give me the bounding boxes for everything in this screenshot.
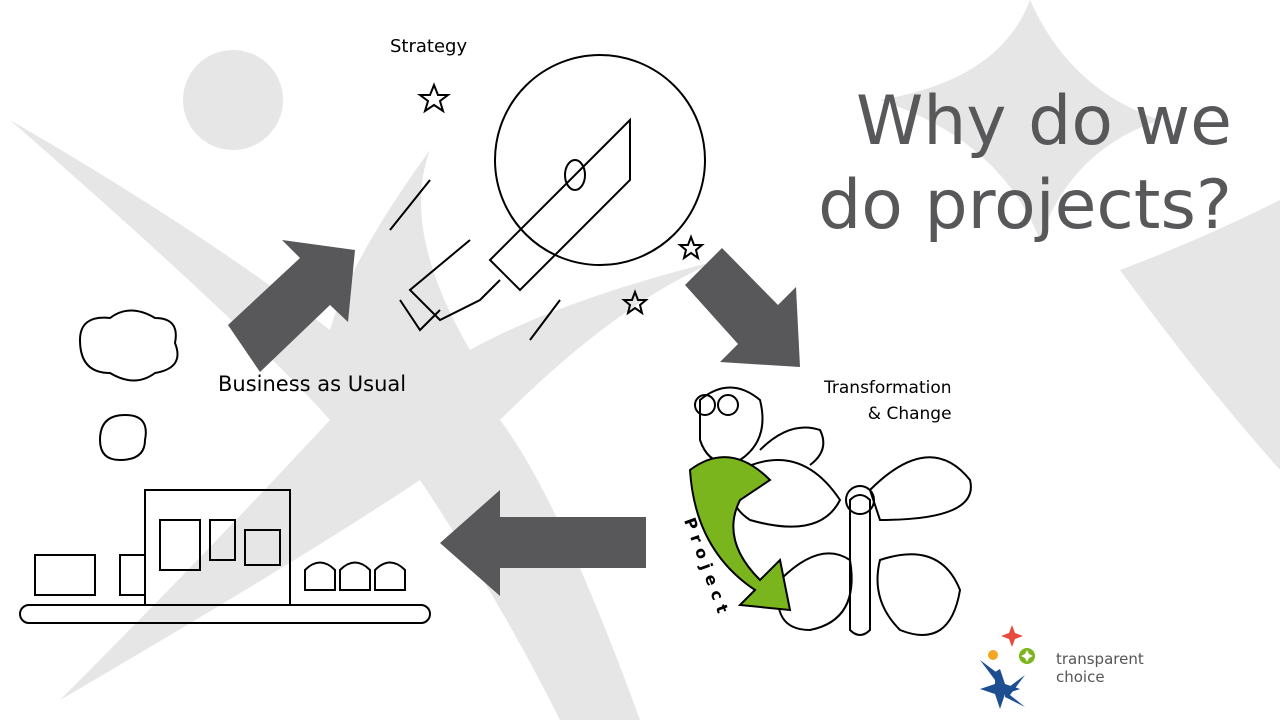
arrow-up-right — [228, 240, 355, 372]
factory-illustration — [19, 309, 431, 624]
logo-line-1: transparent — [1056, 650, 1144, 668]
rocket-illustration — [389, 54, 706, 341]
label-strategy: Strategy — [390, 36, 468, 57]
arrow-left — [440, 490, 646, 596]
project-arrow — [688, 456, 792, 612]
label-transformation: Transformation & Change — [824, 375, 952, 427]
transparent-choice-logo — [980, 625, 1035, 709]
title-line-1: Why do we — [855, 82, 1232, 161]
label-transformation-line-2: & Change — [867, 404, 952, 424]
title-line-2: do projects? — [818, 166, 1232, 245]
cycle-arrows — [228, 240, 800, 596]
logo-line-2: choice — [1056, 668, 1105, 686]
logo-text: transparent choice — [1056, 650, 1144, 686]
label-transformation-line-1: Transformation — [824, 378, 952, 398]
background-shapes — [10, 0, 1280, 720]
slide-title: Why do we do projects? — [818, 80, 1232, 248]
label-business-as-usual: Business as Usual — [218, 372, 407, 396]
arrow-down-right — [685, 248, 800, 367]
